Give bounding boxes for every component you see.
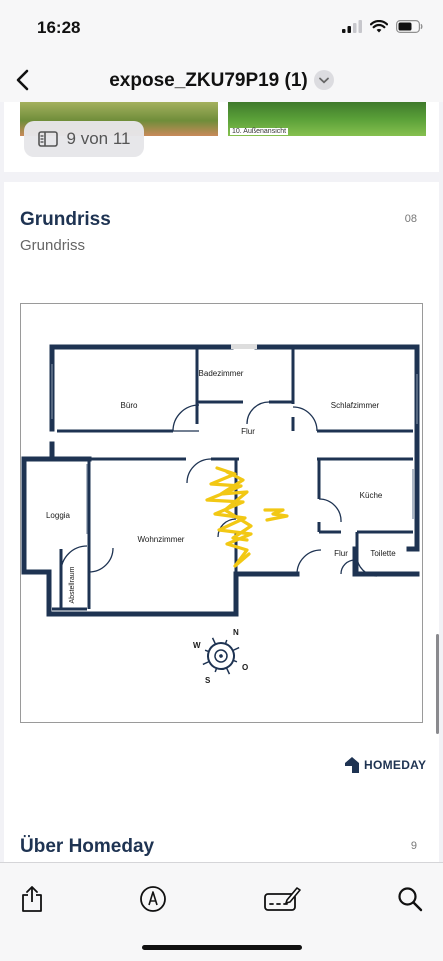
room-label-badezimmer: Badezimmer bbox=[199, 369, 244, 378]
room-label-loggia: Loggia bbox=[46, 511, 71, 520]
room-label-schlafzimmer: Schlafzimmer bbox=[331, 401, 380, 410]
markup-pen-icon bbox=[140, 886, 166, 912]
compass-north: N bbox=[233, 628, 239, 637]
signature-icon bbox=[264, 887, 301, 911]
photo-caption: 10. Außenansicht bbox=[230, 128, 289, 135]
floor-plan: Badezimmer Büro Schlafzimmer Flur Loggia… bbox=[20, 303, 423, 723]
status-time: 16:28 bbox=[37, 18, 81, 37]
room-label-kueche: Küche bbox=[360, 491, 383, 500]
previous-page: 10. Außenansicht bbox=[4, 102, 439, 172]
room-label-buero: Büro bbox=[121, 401, 138, 410]
next-page bbox=[4, 809, 439, 862]
homeday-logo: HOMEDAY bbox=[344, 756, 426, 774]
document-title: expose_ZKU79P19 (1) bbox=[109, 70, 308, 91]
homeday-logo-text: HOMEDAY bbox=[364, 758, 427, 772]
navigation-bar: expose_ZKU79P19 (1) bbox=[0, 58, 443, 102]
compass-icon bbox=[202, 637, 240, 675]
homeday-logo-icon bbox=[345, 757, 359, 773]
room-label-abstellraum: Abstellraum bbox=[69, 566, 76, 603]
share-button[interactable] bbox=[16, 883, 48, 915]
page-number: 08 bbox=[404, 213, 417, 225]
battery-icon bbox=[396, 20, 423, 33]
markup-button[interactable] bbox=[137, 883, 169, 915]
status-icons bbox=[342, 20, 423, 33]
thumbnails-icon bbox=[37, 131, 58, 147]
back-button[interactable] bbox=[8, 64, 36, 96]
page-title: Grundriss bbox=[20, 209, 111, 230]
signature-button[interactable] bbox=[262, 883, 302, 915]
chevron-down-icon bbox=[313, 70, 334, 90]
room-label-wohnzimmer: Wohnzimmer bbox=[138, 535, 185, 544]
chevron-left-icon bbox=[16, 69, 29, 91]
document-title-button[interactable]: expose_ZKU79P19 (1) bbox=[0, 70, 443, 92]
share-icon bbox=[22, 886, 42, 912]
compass-south: S bbox=[205, 676, 211, 685]
status-bar: 16:28 bbox=[0, 0, 443, 58]
page-indicator-label: 9 von 11 bbox=[66, 129, 131, 148]
floor-plan-drawing: Badezimmer Büro Schlafzimmer Flur Loggia… bbox=[21, 344, 420, 685]
compass-west: W bbox=[193, 641, 201, 650]
compass-east: O bbox=[242, 663, 248, 672]
page-indicator[interactable]: 9 von 11 bbox=[24, 121, 144, 157]
room-label-toilette: Toilette bbox=[370, 549, 396, 558]
page-subtitle: Grundriss bbox=[20, 237, 86, 254]
scroll-indicator[interactable] bbox=[436, 634, 439, 734]
room-label-flur-2: Flur bbox=[334, 549, 348, 558]
cellular-signal-icon bbox=[342, 20, 362, 33]
wifi-icon bbox=[370, 20, 388, 33]
next-page-number: 9 bbox=[410, 840, 417, 852]
bottom-toolbar bbox=[0, 862, 443, 961]
search-button[interactable] bbox=[394, 883, 426, 915]
home-indicator[interactable] bbox=[142, 945, 302, 950]
search-icon bbox=[398, 887, 423, 912]
next-page-title: Über Homeday bbox=[20, 836, 155, 857]
room-label-flur: Flur bbox=[241, 427, 255, 436]
